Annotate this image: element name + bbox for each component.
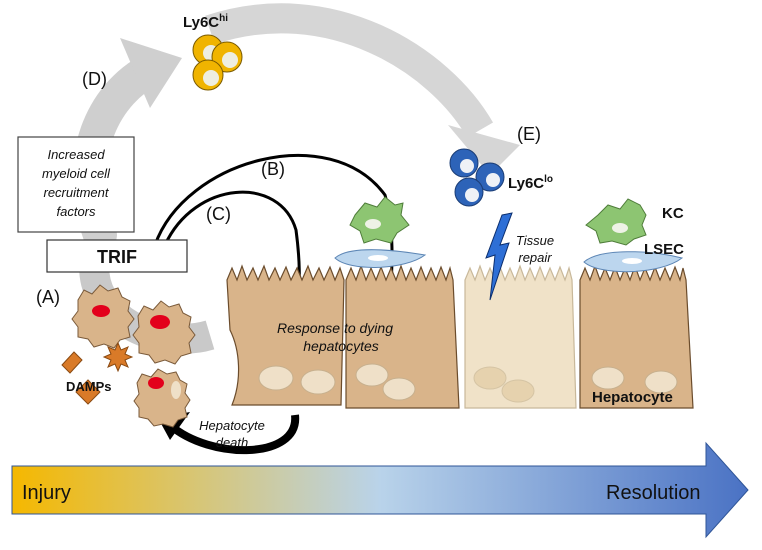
- hepatocyte-death-line-1: Hepatocyte: [199, 418, 265, 433]
- dying-hepatocytes: [71, 284, 196, 428]
- hepatocyte-healthy: [579, 264, 694, 409]
- damps-shapes: [61, 341, 134, 405]
- recruitment-line-4: factors: [56, 204, 96, 219]
- damps-label: DAMPs: [66, 379, 112, 394]
- tissue-repair-line-2: repair: [518, 250, 552, 265]
- kupffer-cell-healthy: [585, 198, 647, 246]
- hepatocyte-death-line-2: death: [216, 435, 249, 450]
- ly6c-lo-monocytes: [449, 148, 505, 207]
- hepatocyte-label: Hepatocyte: [592, 389, 673, 406]
- recruitment-factors-box: Increased myeloid cell recruitment facto…: [17, 136, 135, 233]
- recruitment-line-3: recruitment: [43, 185, 109, 200]
- lightning-bolt-icon: [485, 212, 513, 301]
- lsec-injured: [334, 249, 427, 268]
- timeline-end-label: Resolution: [606, 482, 701, 504]
- lsec-healthy: [583, 251, 684, 273]
- ly6c-lo-label: Ly6Clo: [508, 174, 553, 192]
- timeline-start-label: Injury: [22, 482, 71, 504]
- hepatocyte-injured-left: [226, 264, 345, 406]
- kc-label: KC: [662, 205, 684, 222]
- timeline-arrow: [11, 441, 749, 539]
- hepatocyte-repair: [464, 264, 577, 409]
- label-b: (B): [261, 159, 285, 179]
- response-line-2: hepatocytes: [303, 338, 379, 354]
- kupffer-cell-injured: [349, 196, 410, 244]
- trif-label: TRIF: [97, 247, 137, 267]
- label-e: (E): [517, 124, 541, 144]
- lsec-label: LSEC: [644, 241, 684, 258]
- hepatocyte-injured-right: [345, 264, 460, 409]
- trif-box: TRIF: [46, 239, 188, 273]
- tissue-repair-line-1: Tissue: [516, 233, 554, 248]
- response-line-1: Response to dying: [277, 320, 393, 336]
- ly6c-hi-monocytes: [192, 34, 243, 91]
- ly6c-hi-label: Ly6Chi: [183, 13, 228, 31]
- label-d: (D): [82, 69, 107, 89]
- label-c: (C): [206, 204, 231, 224]
- label-a: (A): [36, 287, 60, 307]
- recruitment-line-1: Increased: [47, 147, 105, 162]
- recruitment-line-2: myeloid cell: [42, 166, 111, 181]
